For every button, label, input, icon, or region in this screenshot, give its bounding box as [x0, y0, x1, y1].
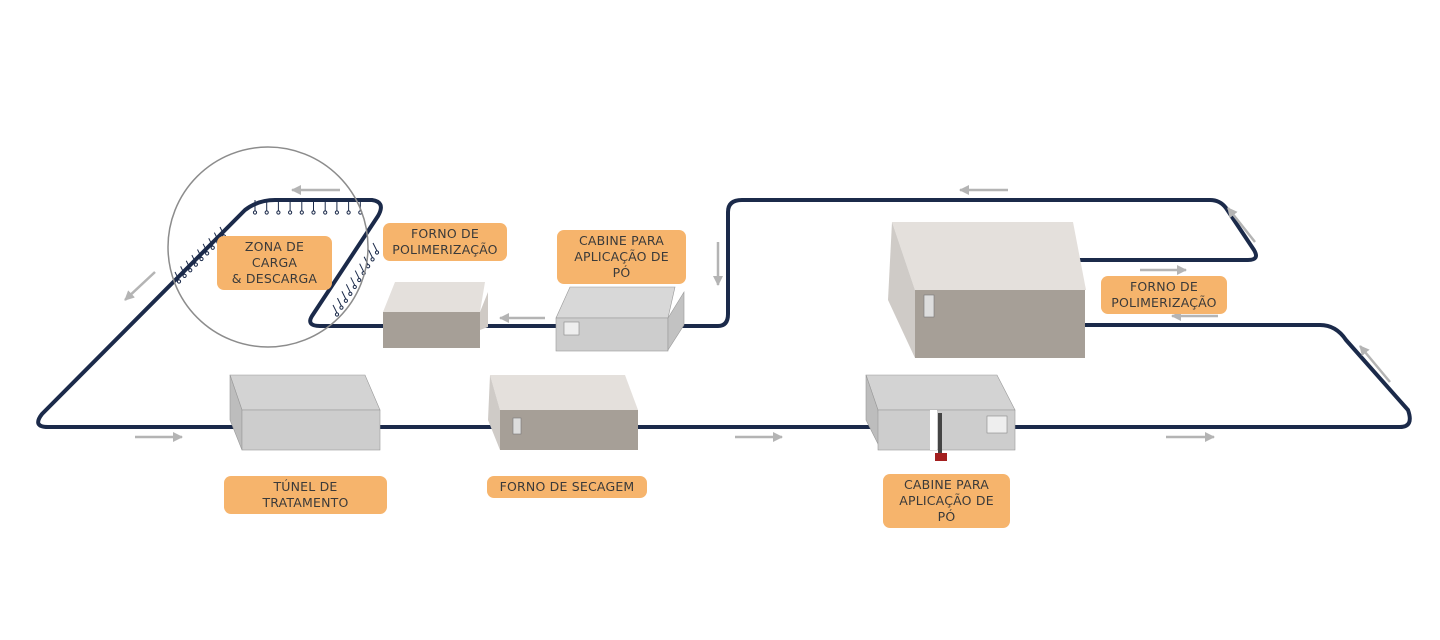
hanger-hook-end: [182, 273, 187, 278]
hanger-hook-end: [288, 210, 293, 215]
label-drying-oven: FORNO DE SECAGEM: [487, 476, 647, 498]
hanger-hook-end: [339, 305, 344, 310]
hanger-hook: [174, 271, 180, 281]
hanger-hook-end: [348, 291, 353, 296]
hanger-hook: [354, 270, 360, 279]
spray-gun-base: [935, 453, 947, 461]
hanger-hook-end: [176, 279, 182, 284]
hanger-hook-end: [205, 251, 210, 256]
hanger-hook: [197, 249, 202, 258]
hanger-hook-end: [357, 277, 362, 283]
direction-arrows: [124, 185, 1391, 442]
curing-oven-small: [383, 282, 488, 348]
hanger-hook-end: [311, 210, 316, 215]
hanger-hook: [208, 238, 214, 247]
drying-oven: [488, 375, 638, 450]
label-treatment-tunnel: TÚNEL DE TRATAMENTO: [224, 476, 387, 514]
spray-gun-column: [938, 413, 942, 453]
hanger-hook: [363, 256, 369, 266]
hanger-hook-end: [343, 298, 348, 303]
hanger-hook-end: [276, 210, 281, 215]
label-powder-booth-bottom: CABINE PARA APLICAÇÃO DE PÓ: [883, 474, 1010, 528]
hanger-hook: [202, 243, 208, 253]
hanger-hook-end: [334, 312, 340, 317]
hanger-hook-end: [252, 210, 258, 215]
booth-window: [563, 321, 580, 336]
hanger-hook-end: [264, 210, 269, 215]
hanger-hook: [372, 242, 378, 252]
arrow-icon: [1359, 345, 1391, 383]
hanger-hook: [191, 254, 197, 264]
loading-zone-circle: [167, 146, 369, 348]
arrow-icon: [124, 271, 156, 301]
label-loading-zone: ZONA DE CARGA & DESCARGA: [217, 236, 332, 290]
hanger-hook-end: [346, 210, 351, 215]
label-curing-oven-top: FORNO DE POLIMERIZAÇÃO: [383, 223, 507, 261]
hanger-hook: [336, 297, 342, 307]
hanger-hook: [332, 304, 338, 314]
conveyor-track: [36, 198, 1412, 429]
label-curing-oven-right: FORNO DE POLIMERIZAÇÃO: [1101, 276, 1227, 314]
hanger-hook: [341, 290, 347, 300]
booth-window: [986, 415, 1008, 434]
hanger-hook-end: [210, 245, 215, 250]
hanger-hook-end: [352, 284, 357, 290]
control-panel: [923, 294, 935, 318]
hanger-hook-end: [188, 268, 193, 273]
powder-booth-small: [555, 286, 685, 352]
hanger-hook: [368, 249, 374, 259]
hanger-hook-end: [370, 257, 375, 262]
arrow-icon: [1227, 207, 1256, 243]
hanger-hook: [185, 260, 191, 269]
hanger-hook-end: [323, 210, 328, 215]
curing-oven-large: [888, 222, 1086, 358]
hanger-hook-end: [193, 262, 198, 267]
hanger-hook: [219, 226, 225, 236]
hanger-hook: [345, 284, 351, 293]
hanger-hook-end: [334, 210, 339, 215]
label-powder-booth-top: CABINE PARA APLICAÇÃO DE PÓ: [557, 230, 686, 284]
hanger-hook: [350, 277, 356, 286]
hanger-hook: [359, 263, 365, 272]
hanger-hook-end: [199, 256, 204, 262]
control-panel: [512, 417, 522, 435]
treatment-tunnel: [229, 374, 381, 451]
powder-booth-large: [865, 374, 1016, 461]
hanger-hook-end: [299, 210, 304, 215]
hanger-hook: [180, 266, 186, 275]
hanger-hook-end: [374, 250, 380, 255]
